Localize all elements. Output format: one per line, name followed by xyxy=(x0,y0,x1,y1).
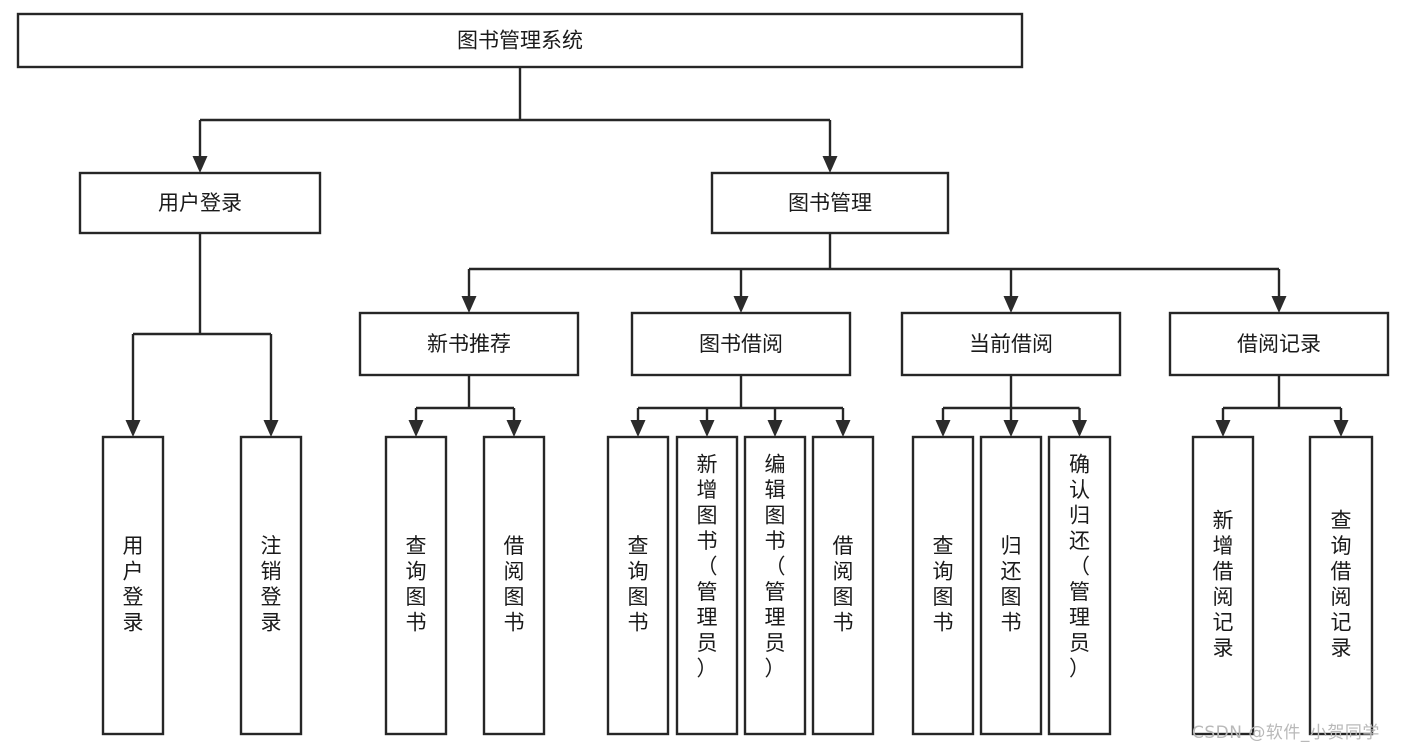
book-borrow-to-leaves-branch-0-arrowhead xyxy=(630,420,646,437)
node-box-leaf-borrow-book-1 xyxy=(482,435,546,736)
node-label-leaf-borrow-book-1: 借阅图书 xyxy=(504,534,525,635)
node-box-leaf-add-book xyxy=(675,435,739,736)
borrow-record-to-leaves-branch-0-arrowhead xyxy=(1215,420,1231,437)
node-box-current-borrow xyxy=(900,311,1122,377)
node-box-book-manage xyxy=(710,171,950,235)
node-box-leaf-query-book-2 xyxy=(606,435,670,736)
node-box-new-book-recommend xyxy=(358,311,580,377)
node-box-user-login xyxy=(78,171,322,235)
csdn-watermark: CSDN @软件_小贺同学 xyxy=(1192,723,1380,743)
node-label-leaf-query-borrow-record: 查询借阅记录 xyxy=(1331,508,1352,660)
node-box-leaf-edit-book xyxy=(743,435,807,736)
node-borrow-record[interactable]: 借阅记录 xyxy=(1168,311,1390,377)
borrow-record-to-leaves-branch-1-arrowhead xyxy=(1333,420,1349,437)
node-current-borrow[interactable]: 当前借阅 xyxy=(900,311,1122,377)
node-leaf-logout[interactable]: 注销登录 xyxy=(239,435,303,736)
node-book-manage[interactable]: 图书管理 xyxy=(710,171,950,235)
node-label-leaf-confirm-return: 确认归还（管理员） xyxy=(1069,452,1090,680)
node-label-leaf-add-borrow-record: 新增借阅记录 xyxy=(1213,508,1234,660)
node-label-book-manage: 图书管理 xyxy=(788,191,872,215)
book-borrow-to-leaves-branch-1-arrowhead xyxy=(699,420,715,437)
node-box-leaf-query-book-1 xyxy=(384,435,448,736)
node-box-leaf-return-book xyxy=(979,435,1043,736)
node-box-leaf-query-book-3 xyxy=(911,435,975,736)
userlogin-to-leaves-branch-0-arrowhead xyxy=(125,420,141,437)
node-leaf-query-book-3[interactable]: 查询图书 xyxy=(911,435,975,736)
node-label-leaf-query-book-3: 查询图书 xyxy=(933,534,954,635)
node-new-book-recommend[interactable]: 新书推荐 xyxy=(358,311,580,377)
node-label-borrow-record: 借阅记录 xyxy=(1237,332,1321,356)
node-leaf-borrow-book-1[interactable]: 借阅图书 xyxy=(482,435,546,736)
node-leaf-user-login[interactable]: 用户登录 xyxy=(101,435,165,736)
node-leaf-add-borrow-record[interactable]: 新增借阅记录 xyxy=(1191,435,1255,736)
current-borrow-to-leaves-branch-1-arrowhead xyxy=(1003,420,1019,437)
node-user-login[interactable]: 用户登录 xyxy=(78,171,322,235)
node-leaf-query-borrow-record[interactable]: 查询借阅记录 xyxy=(1308,435,1374,736)
node-root[interactable]: 图书管理系统 xyxy=(16,12,1024,69)
node-leaf-borrow-book-2[interactable]: 借阅图书 xyxy=(811,435,875,736)
node-label-leaf-add-book: 新增图书（管理员） xyxy=(697,452,718,680)
new-book-recommend-to-leaves-branch-1-arrowhead xyxy=(506,420,522,437)
book-borrow-to-leaves-branch-2-arrowhead xyxy=(767,420,783,437)
root-to-level2-branch-0-arrowhead xyxy=(192,156,208,173)
node-leaf-return-book[interactable]: 归还图书 xyxy=(979,435,1043,736)
node-label-user-login: 用户登录 xyxy=(158,191,242,215)
node-label-book-borrow: 图书借阅 xyxy=(699,332,783,356)
node-label-leaf-return-book: 归还图书 xyxy=(1001,534,1022,635)
node-box-borrow-record xyxy=(1168,311,1390,377)
current-borrow-to-leaves-branch-2-arrowhead xyxy=(1072,420,1087,437)
node-label-leaf-query-book-2: 查询图书 xyxy=(628,534,649,635)
node-leaf-confirm-return[interactable]: 确认归还（管理员） xyxy=(1047,435,1112,736)
root-to-level2-branch-1-arrowhead xyxy=(822,156,838,173)
node-box-leaf-logout xyxy=(239,435,303,736)
connector-layer xyxy=(125,67,1349,437)
bookmanage-to-level3-branch-2-arrowhead xyxy=(1003,296,1019,313)
node-label-new-book-recommend: 新书推荐 xyxy=(427,332,511,356)
node-label-current-borrow: 当前借阅 xyxy=(969,332,1053,356)
node-label-root: 图书管理系统 xyxy=(457,29,583,53)
node-label-leaf-logout: 注销登录 xyxy=(261,534,282,635)
new-book-recommend-to-leaves-branch-0-arrowhead xyxy=(408,420,424,437)
bookmanage-to-level3-branch-3-arrowhead xyxy=(1271,296,1287,313)
node-box-leaf-borrow-book-2 xyxy=(811,435,875,736)
node-label-leaf-user-login: 用户登录 xyxy=(123,534,144,635)
node-leaf-query-book-1[interactable]: 查询图书 xyxy=(384,435,448,736)
node-box-leaf-query-borrow-record xyxy=(1308,435,1374,736)
current-borrow-to-leaves-branch-0-arrowhead xyxy=(935,420,951,437)
node-label-leaf-borrow-book-2: 借阅图书 xyxy=(833,534,854,635)
node-box-root xyxy=(16,12,1024,69)
node-box-leaf-add-borrow-record xyxy=(1191,435,1255,736)
bookmanage-to-level3-branch-0-arrowhead xyxy=(461,296,477,313)
node-leaf-add-book[interactable]: 新增图书（管理员） xyxy=(675,435,739,736)
node-book-borrow[interactable]: 图书借阅 xyxy=(630,311,852,377)
node-label-leaf-edit-book: 编辑图书（管理员） xyxy=(765,452,786,680)
node-leaf-query-book-2[interactable]: 查询图书 xyxy=(606,435,670,736)
node-box-leaf-user-login xyxy=(101,435,165,736)
node-box-leaf-confirm-return xyxy=(1047,435,1112,736)
node-label-leaf-query-book-1: 查询图书 xyxy=(406,534,427,635)
node-leaf-edit-book[interactable]: 编辑图书（管理员） xyxy=(743,435,807,736)
node-layer: 图书管理系统用户登录图书管理新书推荐图书借阅当前借阅借阅记录用户登录注销登录查询… xyxy=(16,12,1390,736)
node-box-book-borrow xyxy=(630,311,852,377)
userlogin-to-leaves-branch-1-arrowhead xyxy=(263,420,279,437)
book-borrow-to-leaves-branch-3-arrowhead xyxy=(835,420,851,437)
bookmanage-to-level3-branch-1-arrowhead xyxy=(733,296,749,313)
